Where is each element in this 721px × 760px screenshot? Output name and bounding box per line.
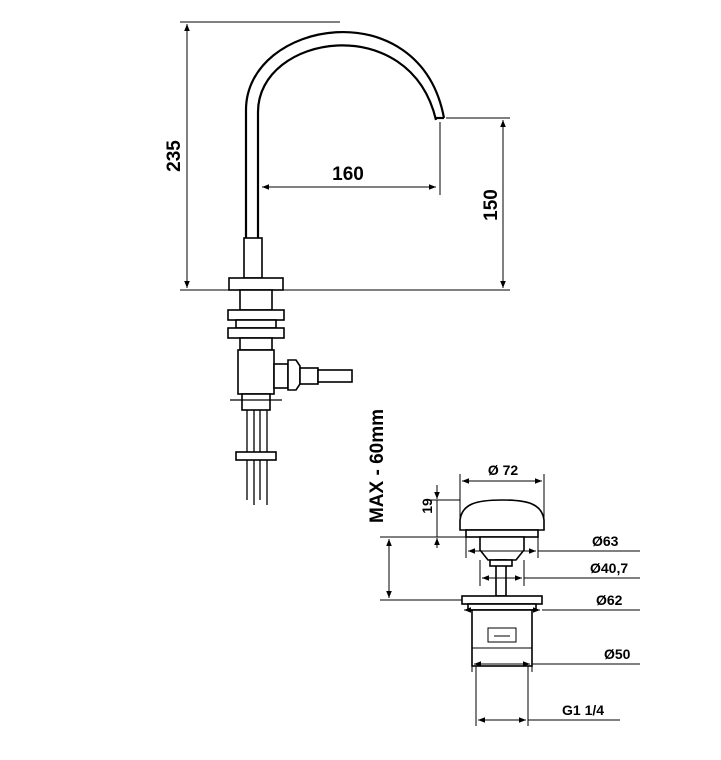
- dim-d40: Ø40,7: [479, 560, 640, 586]
- mounting-nut-upper: [227, 309, 285, 321]
- label-d62: Ø62: [596, 592, 623, 608]
- dim-d62: Ø62: [464, 592, 640, 613]
- waste-cap: [459, 499, 545, 531]
- waste-flange: [465, 529, 539, 538]
- waste-drawing: [459, 499, 545, 667]
- spout-inner: [256, 44, 438, 238]
- dim-d50: Ø50: [471, 646, 640, 672]
- dim-total-height: 235: [164, 21, 340, 288]
- faucet-drawing: [227, 31, 446, 505]
- dim-spout-height: 150: [446, 117, 510, 288]
- faucet-base: [228, 277, 284, 291]
- dim-d63: Ø63: [465, 533, 640, 558]
- waste-body: [471, 609, 533, 667]
- dim-cap-diameter: Ø 72: [459, 462, 545, 520]
- label-cap-height: 19: [419, 498, 435, 514]
- dim-cap-height: 19: [419, 485, 460, 548]
- dim-max-thickness: MAX - 60mm: [367, 409, 466, 601]
- label-cap-diameter: Ø 72: [488, 462, 519, 478]
- faucet-body: [243, 237, 263, 279]
- waste-lower-flange: [461, 595, 543, 605]
- label-d50: Ø50: [604, 646, 631, 662]
- label-reach: 160: [332, 164, 364, 185]
- side-connector: [273, 363, 289, 389]
- side-pipe: [317, 369, 353, 383]
- label-thread: G1 1/4: [562, 702, 604, 718]
- label-d40: Ø40,7: [590, 560, 628, 576]
- valve-body: [237, 349, 275, 395]
- mounting-nut-lower: [227, 327, 285, 339]
- spout-outer: [244, 31, 446, 238]
- label-max-thickness: MAX - 60mm: [367, 409, 388, 523]
- dim-reach: 160: [262, 122, 441, 195]
- label-spout-height: 150: [481, 189, 502, 221]
- label-total-height: 235: [164, 140, 185, 172]
- dim-thread: G1 1/4: [475, 666, 620, 726]
- label-d63: Ø63: [592, 533, 619, 549]
